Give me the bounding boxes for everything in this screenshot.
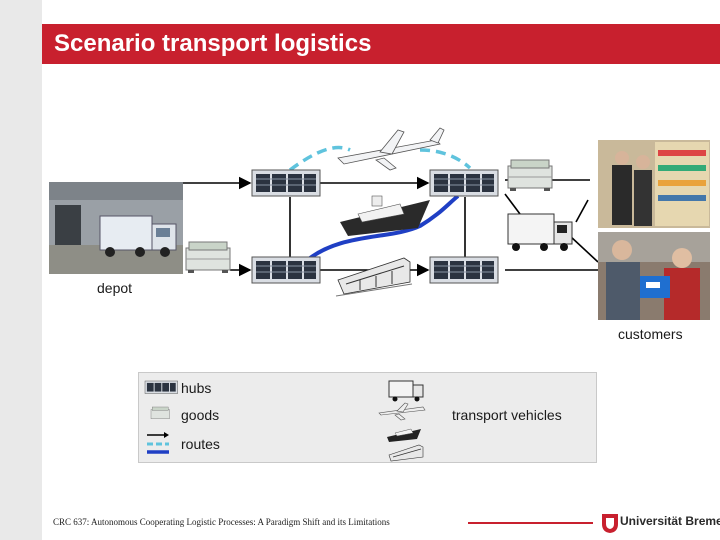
- truck-icon: [507, 213, 573, 251]
- hub-icon: [429, 256, 499, 284]
- airplane-legend-icon: [378, 402, 426, 421]
- train-legend-icon: [388, 444, 424, 462]
- route-sea: [303, 194, 460, 264]
- route-air: [419, 148, 472, 170]
- hub-icon: [251, 169, 321, 197]
- footer-divider: [468, 522, 593, 524]
- legend-routes-label: routes: [181, 436, 220, 452]
- route-road: [504, 193, 521, 215]
- train-icon: [335, 257, 413, 297]
- left-sidebar-strip: [0, 0, 42, 540]
- routes-legend-icon: [147, 432, 169, 454]
- depot-label: depot: [97, 280, 133, 296]
- legend-icons: [144, 380, 426, 462]
- legend-goods-label: goods: [181, 407, 220, 423]
- ship-icon: [340, 195, 430, 236]
- customers-photo-store: [598, 140, 710, 228]
- hub-icon: [251, 256, 321, 284]
- university-logo-icon: [602, 514, 618, 533]
- ship-legend-icon: [387, 428, 421, 442]
- route-air: [288, 145, 351, 172]
- truck-legend-icon: [388, 380, 424, 402]
- hub-legend-icon: [144, 380, 178, 394]
- slide-title: Scenario transport logistics: [54, 30, 372, 57]
- university-name: Universität Bremen: [620, 514, 720, 528]
- airplane-icon: [337, 127, 445, 171]
- route-road: [575, 199, 589, 223]
- title-bar: [42, 24, 720, 64]
- goods-icon: [507, 159, 553, 192]
- customers-label: customers: [618, 326, 683, 342]
- legend-box: hubs goods routes transport vehicles: [138, 372, 597, 463]
- customers-photo-delivery: [598, 232, 710, 320]
- footer-citation: CRC 637: Autonomous Cooperating Logistic…: [53, 517, 390, 527]
- goods-legend-icon: [150, 406, 170, 419]
- hub-icon: [429, 169, 499, 197]
- depot-photo: [49, 182, 183, 274]
- legend-hubs-label: hubs: [181, 380, 212, 396]
- legend-transport-vehicles-label: transport vehicles: [452, 407, 562, 423]
- route-road: [569, 235, 599, 263]
- goods-icon: [185, 241, 231, 274]
